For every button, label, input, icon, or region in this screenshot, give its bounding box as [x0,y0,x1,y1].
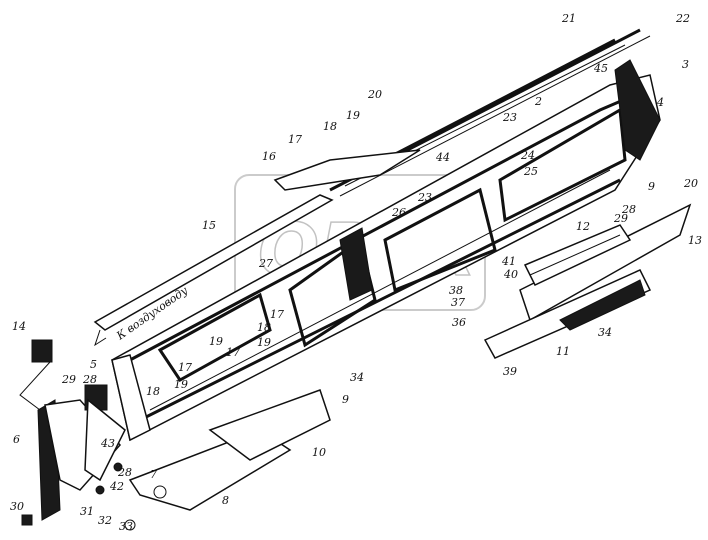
callout: 19 [174,378,188,391]
callout: 28 [117,466,132,479]
left-trim-strip [93,194,334,347]
callout: 31 [80,505,94,518]
callout: 9 [648,180,655,193]
callout: 42 [109,480,124,493]
callout: 11 [556,345,570,358]
callout: 18 [257,321,271,334]
callout: 21 [561,12,576,25]
callout: 8 [222,494,229,507]
callout: 39 [503,365,517,378]
callout: 15 [202,219,216,232]
callout: 19 [257,336,271,349]
callout: 28 [82,373,97,386]
callout: 17 [178,361,192,374]
callout: 17 [226,346,240,359]
callout: 23 [417,191,432,204]
callout: 2 [534,95,542,108]
callout: 43 [100,437,115,450]
callout: 34 [598,326,612,339]
callout: 6 [13,433,20,446]
left-side-parts [19,339,136,531]
callout: 12 [576,220,590,233]
callout: 23 [502,111,517,124]
callout: 29 [613,212,628,225]
callout: 41 [501,255,516,268]
right-shelf-assembly [483,203,692,359]
callout: 30 [10,500,24,513]
callout: 19 [346,109,360,122]
callout: 20 [683,177,698,190]
callout: 26 [391,206,406,219]
callout: 24 [520,149,535,162]
callout: 10 [312,446,326,459]
callout: 25 [523,165,538,178]
lower-tray-assembly [128,389,331,511]
callout: 5 [90,358,97,371]
callout: 14 [12,320,26,333]
callout: 19 [209,335,223,348]
callout-labels: 21 22 3 45 4 2 20 19 18 17 16 23 44 24 2… [10,12,702,533]
callout: 7 [150,468,157,481]
callout: 17 [270,308,284,321]
callout: 17 [288,133,302,146]
callout: 32 [98,514,112,527]
callout: 27 [258,257,273,270]
callout: 9 [342,393,349,406]
callout: 3 [682,58,689,71]
callout: 13 [688,234,702,247]
callout: 20 [367,88,382,101]
callout: 4 [656,96,664,109]
callout: 36 [452,316,466,329]
callout: 37 [451,296,465,309]
callout: 44 [435,151,450,164]
callout: 22 [675,12,690,25]
callout: 33 [119,520,133,533]
callout: 18 [323,120,337,133]
callout: 38 [449,284,463,297]
callout: 16 [262,150,276,163]
callout: 45 [593,62,608,75]
callout: 40 [503,268,518,281]
dashboard-frame [111,59,661,442]
callout: 29 [61,373,76,386]
callout: 28 [621,203,636,216]
callout: 34 [350,371,364,384]
callout: 18 [146,385,160,398]
part-16-bracket [273,149,421,191]
